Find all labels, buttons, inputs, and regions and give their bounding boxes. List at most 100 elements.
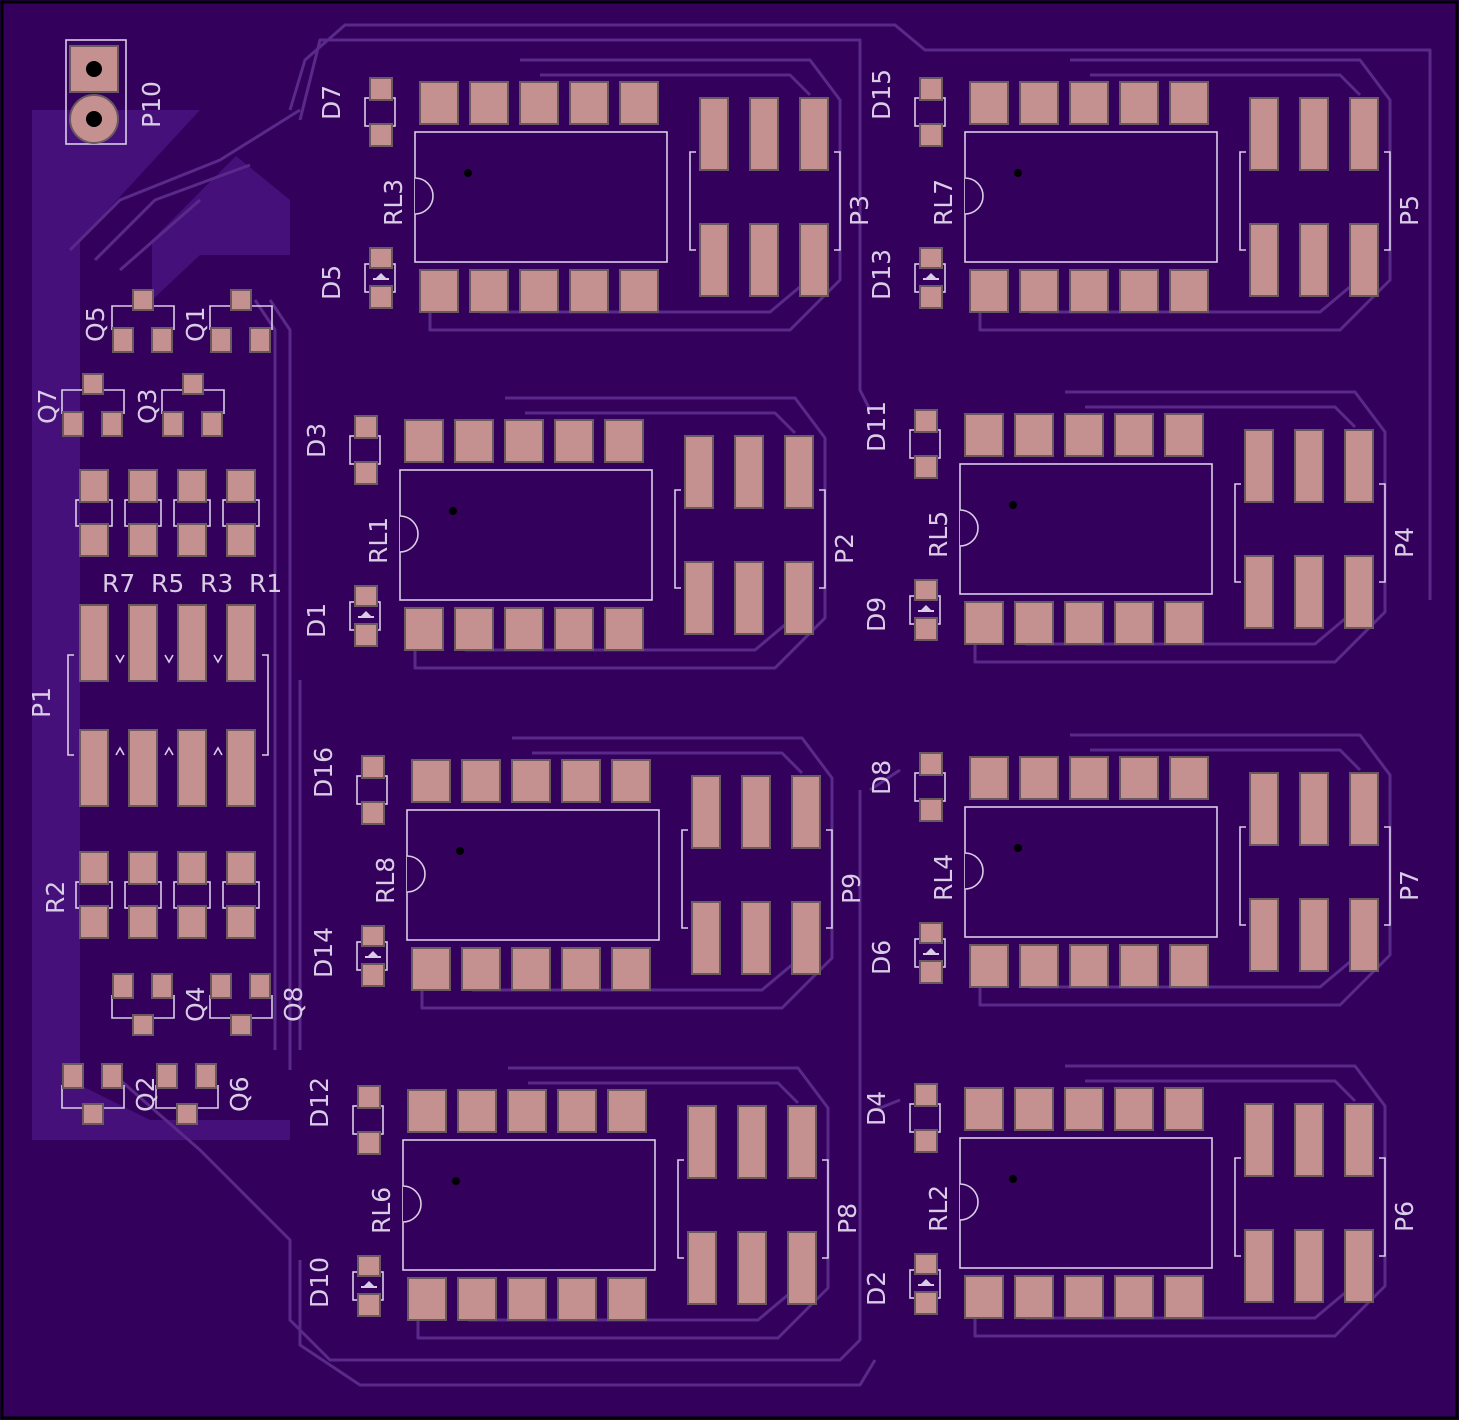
- relay-pad: [607, 1277, 647, 1321]
- diode-pad: [914, 579, 938, 601]
- label-d7: D7: [317, 85, 346, 120]
- relay-pad: [1119, 81, 1159, 125]
- relay-pad: [1019, 81, 1059, 125]
- relay-pad: [604, 419, 644, 463]
- connector-pad: [791, 901, 821, 975]
- connector-pad: [1249, 898, 1279, 972]
- label-d4: D4: [862, 1091, 891, 1126]
- label-p7: P7: [1395, 870, 1424, 901]
- relay-pad: [404, 607, 444, 651]
- resistor-array-bottom: R2: [41, 851, 260, 939]
- label-p4: P4: [1390, 527, 1419, 558]
- diode-pad: [919, 960, 943, 984]
- transistor-q1: Q1: [181, 289, 273, 353]
- label-p6: P6: [1390, 1201, 1419, 1232]
- copper-pour-left: [32, 110, 290, 1140]
- relay-pad: [519, 269, 559, 313]
- label-d5: D5: [317, 265, 346, 300]
- connector-pad: [1344, 555, 1374, 629]
- relay-pad: [1164, 1087, 1204, 1131]
- relay-pad: [964, 601, 1004, 645]
- label-p2: P2: [830, 533, 859, 564]
- diode-pad: [914, 1291, 938, 1315]
- label-p5: P5: [1395, 195, 1424, 226]
- relay-pad: [1069, 944, 1109, 988]
- diode-pad: [357, 1293, 381, 1317]
- label-q7: Q7: [33, 388, 62, 424]
- copper-pour-arrow: [152, 156, 290, 300]
- label-q4: Q4: [181, 986, 210, 1022]
- label-r1: R1: [249, 569, 282, 598]
- transistor-q2: Q2: [61, 1063, 160, 1125]
- diode-pad: [361, 925, 385, 947]
- relay-pad: [1119, 944, 1159, 988]
- connector-pad: [1294, 429, 1324, 503]
- connector-pad: [1344, 429, 1374, 503]
- relay-pad: [469, 269, 509, 313]
- label-q3: Q3: [133, 388, 162, 424]
- connector-pad: [687, 1231, 717, 1305]
- label-r5: R5: [151, 569, 184, 598]
- diode-pad: [357, 1131, 381, 1155]
- relay-pad: [411, 947, 451, 991]
- label-rl3: RL3: [379, 179, 408, 226]
- diode-pad: [919, 77, 943, 101]
- label-r3: R3: [200, 569, 233, 598]
- relay-pad: [969, 81, 1009, 125]
- connector-pad: [791, 775, 821, 849]
- relay-pad: [1014, 413, 1054, 457]
- relay-pad: [1114, 1275, 1154, 1319]
- relay-pad: [1169, 944, 1209, 988]
- relay-pad: [1069, 756, 1109, 800]
- label-q1: Q1: [181, 306, 210, 342]
- connector-pad: [741, 901, 771, 975]
- relay-pad: [561, 947, 601, 991]
- relay-pad: [1119, 756, 1159, 800]
- connector-pad: [684, 435, 714, 509]
- diode-pad: [369, 247, 393, 269]
- relay-pad: [461, 947, 501, 991]
- relay-pad: [1114, 413, 1154, 457]
- diode-pad: [919, 123, 943, 147]
- label-d12: D12: [305, 1077, 334, 1128]
- label-q6: Q6: [225, 1076, 254, 1112]
- label-rl8: RL8: [371, 857, 400, 904]
- connector-pad: [1294, 555, 1324, 629]
- transistor-q5: Q5: [81, 289, 175, 353]
- relay-pad: [1169, 269, 1209, 313]
- diode-pad: [919, 247, 943, 269]
- diode-pad: [919, 285, 943, 309]
- label-p3: P3: [845, 195, 874, 226]
- relay-pad: [1114, 1087, 1154, 1131]
- relay-pad: [1164, 1275, 1204, 1319]
- label-p9: P9: [837, 873, 866, 904]
- relay-pad: [457, 1089, 497, 1133]
- relay-pad: [969, 269, 1009, 313]
- diode-pad: [914, 617, 938, 641]
- connector-pad: [687, 1105, 717, 1179]
- label-p10: P10: [137, 81, 166, 128]
- relay-pad: [454, 607, 494, 651]
- label-d2: D2: [862, 1271, 891, 1306]
- label-rl6: RL6: [367, 1187, 396, 1234]
- connector-pad: [1244, 1229, 1274, 1303]
- relay-pad: [604, 607, 644, 651]
- resistor-array-top: R7 R5 R3 R1: [75, 469, 282, 598]
- relay-pad: [1164, 413, 1204, 457]
- label-q8: Q8: [279, 986, 308, 1022]
- connector-pad: [799, 97, 829, 171]
- connector-pad: [1349, 898, 1379, 972]
- label-d11: D11: [862, 401, 891, 452]
- diode-pad: [361, 963, 385, 987]
- diode-pad: [369, 285, 393, 309]
- label-rl1: RL1: [364, 517, 393, 564]
- relay-pad: [507, 1277, 547, 1321]
- connector-pad: [741, 775, 771, 849]
- relay-pad: [1164, 601, 1204, 645]
- diode-pad: [354, 461, 378, 485]
- relay-pad: [1064, 1087, 1104, 1131]
- connector-pad: [1244, 555, 1274, 629]
